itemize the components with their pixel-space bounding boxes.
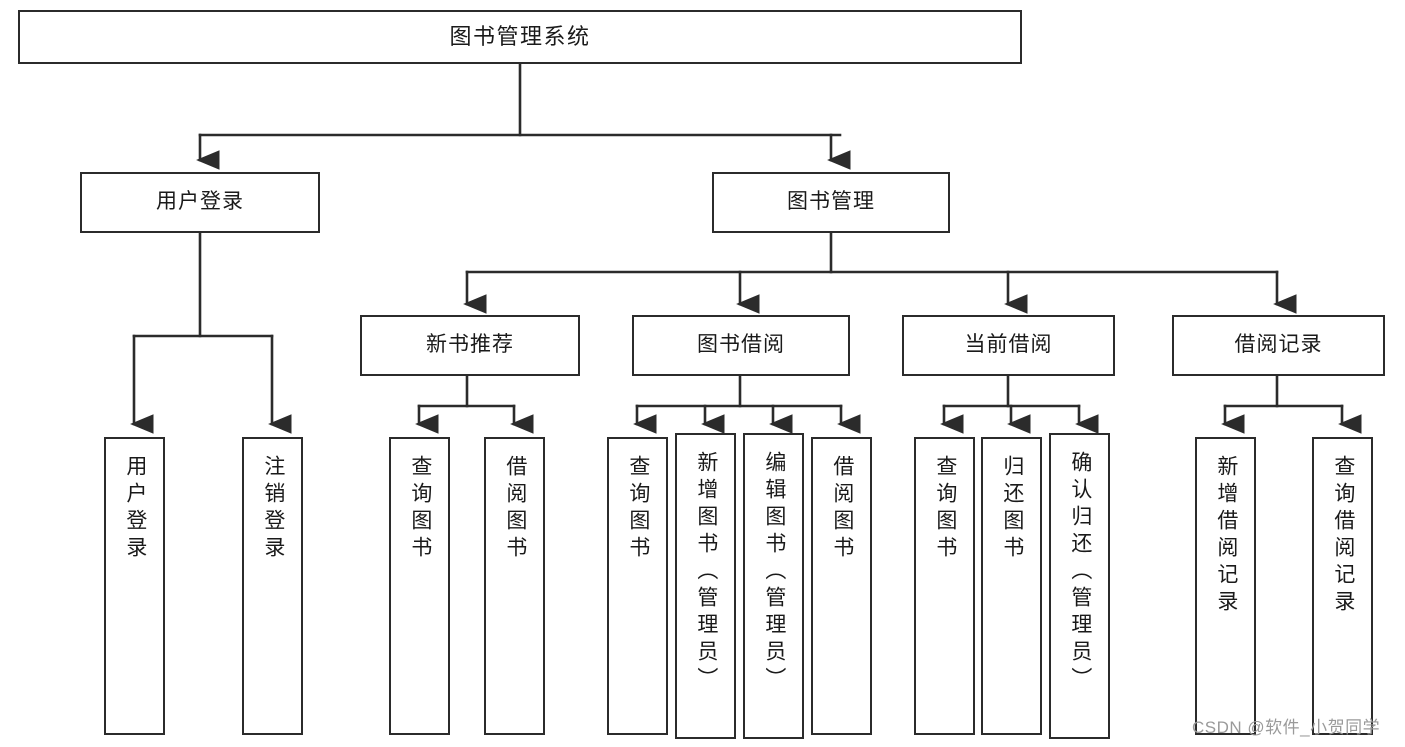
node-leaf-query-book-3[interactable]: 查询图书 bbox=[914, 437, 975, 735]
node-book-borrow[interactable]: 图书借阅 bbox=[632, 315, 850, 376]
node-leaf-query-book-1[interactable]: 查询图书 bbox=[389, 437, 450, 735]
node-user-login[interactable]: 用户登录 bbox=[80, 172, 320, 233]
node-leaf-user-login-label: 用户登录 bbox=[123, 455, 147, 563]
node-leaf-user-login[interactable]: 用户登录 bbox=[104, 437, 165, 735]
node-new-book-recommend-label: 新书推荐 bbox=[426, 333, 514, 357]
node-leaf-add-record-label: 新增借阅记录 bbox=[1214, 455, 1238, 617]
node-leaf-query-book-2[interactable]: 查询图书 bbox=[607, 437, 668, 735]
node-leaf-return-book-label: 归还图书 bbox=[1000, 455, 1024, 563]
node-leaf-add-book[interactable]: 新增图书（管理员） bbox=[675, 433, 736, 739]
node-leaf-user-logout[interactable]: 注销登录 bbox=[242, 437, 303, 735]
node-book-borrow-label: 图书借阅 bbox=[697, 333, 785, 357]
node-leaf-query-book-3-label: 查询图书 bbox=[933, 455, 957, 563]
node-leaf-borrow-book-1-label: 借阅图书 bbox=[503, 455, 527, 563]
node-current-borrow[interactable]: 当前借阅 bbox=[902, 315, 1115, 376]
node-leaf-query-book-2-label: 查询图书 bbox=[626, 455, 650, 563]
node-leaf-borrow-book-2-label: 借阅图书 bbox=[830, 455, 854, 563]
node-root[interactable]: 图书管理系统 bbox=[18, 10, 1022, 64]
node-book-manage[interactable]: 图书管理 bbox=[712, 172, 950, 233]
node-root-label: 图书管理系统 bbox=[449, 24, 591, 50]
node-leaf-user-logout-label: 注销登录 bbox=[261, 455, 285, 563]
node-current-borrow-label: 当前借阅 bbox=[964, 333, 1053, 357]
node-new-book-recommend[interactable]: 新书推荐 bbox=[360, 315, 580, 376]
node-leaf-edit-book[interactable]: 编辑图书（管理员） bbox=[743, 433, 804, 739]
node-leaf-borrow-book-1[interactable]: 借阅图书 bbox=[484, 437, 545, 735]
node-leaf-add-record[interactable]: 新增借阅记录 bbox=[1195, 437, 1256, 735]
node-borrow-record[interactable]: 借阅记录 bbox=[1172, 315, 1385, 376]
node-book-manage-label: 图书管理 bbox=[787, 190, 875, 214]
node-leaf-borrow-book-2[interactable]: 借阅图书 bbox=[811, 437, 872, 735]
node-leaf-query-record-label: 查询借阅记录 bbox=[1331, 455, 1355, 617]
csdn-watermark: CSDN @软件_小贺同学 bbox=[1192, 718, 1381, 737]
node-leaf-query-record[interactable]: 查询借阅记录 bbox=[1312, 437, 1373, 735]
node-leaf-edit-book-label: 编辑图书（管理员） bbox=[762, 451, 786, 694]
node-leaf-return-book[interactable]: 归还图书 bbox=[981, 437, 1042, 735]
node-leaf-query-book-1-label: 查询图书 bbox=[408, 455, 432, 563]
node-user-login-label: 用户登录 bbox=[156, 190, 244, 214]
node-leaf-confirm-return[interactable]: 确认归还（管理员） bbox=[1049, 433, 1110, 739]
node-borrow-record-label: 借阅记录 bbox=[1234, 333, 1323, 357]
node-leaf-confirm-return-label: 确认归还（管理员） bbox=[1068, 451, 1092, 694]
node-leaf-add-book-label: 新增图书（管理员） bbox=[694, 451, 718, 694]
